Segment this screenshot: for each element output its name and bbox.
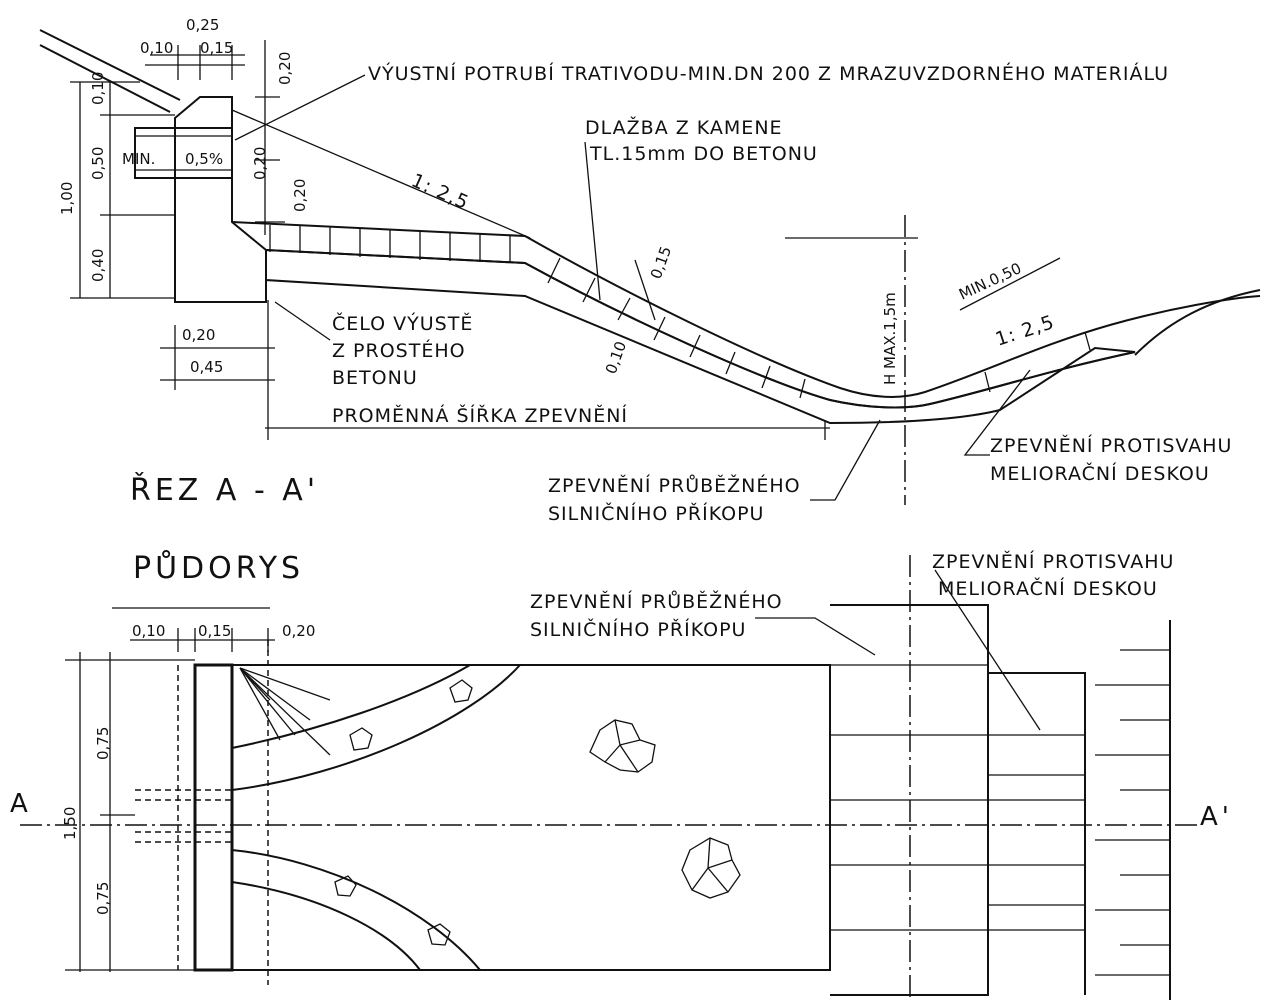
plan-counter-label-2: MELIORAČNÍ DESKOU <box>938 576 1158 600</box>
plan-title: PŮDORYS <box>133 549 304 586</box>
plan-dim-020: 0,20 <box>282 622 315 640</box>
plan-ditch-label-2: SILNIČNÍHO PŘÍKOPU <box>530 617 746 641</box>
dim-020c: 0,20 <box>291 179 309 212</box>
plan-curve-lower-1 <box>231 849 481 971</box>
slope-reference-line <box>231 109 531 239</box>
outlet-pipe <box>134 127 233 179</box>
plan-fan-lines <box>239 667 331 756</box>
plan-ditch-outline <box>232 664 831 971</box>
headwall-label-3: BETONU <box>332 367 418 389</box>
plan-section-mark-right: A' <box>1200 802 1233 832</box>
counter-slope-label-1: ZPEVNĚNÍ PROTISVAHU <box>990 434 1232 457</box>
plan-counter-slope-grid <box>830 604 1171 1000</box>
ditch-label-1: ZPEVNĚNÍ PRŮBĚŽNÉHO <box>548 473 801 497</box>
plan-curve-lower-2 <box>231 881 421 971</box>
h-max-label: H MAX.1,5m <box>881 292 899 385</box>
paving-label-1: DLAŽBA Z KAMENE <box>585 116 783 139</box>
dim-010s: 0,10 <box>602 339 630 377</box>
dimension-lines-left <box>70 40 830 440</box>
outlet-pipe-label: VÝUSTNÍ POTRUBÍ TRATIVODU-MIN.DN 200 Z M… <box>368 62 1169 85</box>
plan-counter-label-1: ZPEVNĚNÍ PROTISVAHU <box>932 550 1174 573</box>
min-slope-label-2: 0,5% <box>185 150 223 168</box>
paving-label-2: TL.15mm DO BETONU <box>589 143 818 165</box>
plan-ditch-label-1: ZPEVNĚNÍ PRŮBĚŽNÉHO <box>530 589 783 613</box>
plan-section-mark-left: A <box>10 789 32 819</box>
terrain-line <box>39 29 181 101</box>
plan-dim-075a: 0,75 <box>94 727 112 760</box>
dim-025: 0,25 <box>186 16 219 34</box>
dim-050v: 0,50 <box>89 147 107 180</box>
section-title: ŘEZ A - A' <box>130 472 319 508</box>
paving-joints <box>269 225 1091 399</box>
plan-dim-150: 1,50 <box>61 807 79 840</box>
plan-dim-015: 0,15 <box>198 622 231 640</box>
terrain-line-offset <box>39 44 171 113</box>
section-view: VÝUSTNÍ POTRUBÍ TRATIVODU-MIN.DN 200 Z M… <box>39 16 1261 525</box>
dim-100v: 1,00 <box>58 182 76 215</box>
dim-010v: 0,10 <box>89 72 107 105</box>
counter-slope-label-2: MELIORAČNÍ DESKOU <box>990 461 1210 485</box>
paving-top <box>231 221 1261 398</box>
plan-dim-010: 0,10 <box>132 622 165 640</box>
plan-counter-leader <box>934 569 1041 731</box>
plan-stones <box>334 679 741 946</box>
dim-040v: 0,40 <box>89 249 107 282</box>
plan-headwall-front <box>193 663 234 972</box>
headwall-label-2: Z PROSTÉHO <box>332 339 466 362</box>
concrete-bed <box>265 248 1136 425</box>
dim-015: 0,15 <box>200 39 233 57</box>
ditch-label-2: SILNIČNÍHO PŘÍKOPU <box>548 501 764 525</box>
slope-left-label: 1: 2,5 <box>408 169 472 214</box>
plan-curve-upper-2 <box>231 664 521 791</box>
headwall-label-1: ČELO VÝUSTĚ <box>332 311 473 335</box>
plan-dim-075b: 0,75 <box>94 882 112 915</box>
dim-010: 0,10 <box>140 39 173 57</box>
plan-view: PŮDORYS <box>10 549 1233 1000</box>
ground-right <box>1134 289 1261 356</box>
headwall-body <box>174 96 267 303</box>
dim-020a: 0,20 <box>276 52 294 85</box>
plan-dimension-lines <box>65 628 275 972</box>
dim-020b: 0,20 <box>251 147 269 180</box>
plan-curve-upper-1 <box>231 664 471 749</box>
dim-045h: 0,45 <box>190 358 223 376</box>
min-slope-label-1: MIN. <box>122 150 155 168</box>
variable-width-label: PROMĚNNÁ ŠÍŘKA ZPEVNĚNÍ <box>332 403 628 427</box>
leader-lines <box>234 74 1061 501</box>
dim-015s: 0,15 <box>647 244 675 282</box>
plan-ditch-leader <box>755 617 876 656</box>
dim-020h: 0,20 <box>182 326 215 344</box>
